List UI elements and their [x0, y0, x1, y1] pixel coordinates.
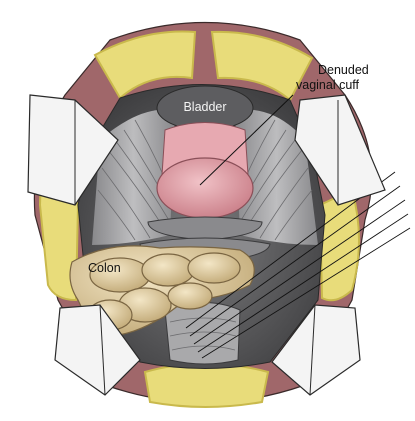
retractor-top-right — [294, 94, 386, 206]
retractor-inner-lines — [74, 100, 339, 396]
cuff-leader-line — [199, 94, 294, 186]
rectum-folds — [169, 317, 237, 351]
rectum — [164, 302, 241, 365]
colon-label: Colon — [88, 261, 121, 275]
retractor-blades — [27, 94, 386, 396]
retractor-bottom-left — [54, 304, 141, 396]
retractor-bottom-right — [271, 304, 361, 396]
cuff-label-line1: Denuded — [318, 63, 369, 77]
cuff-label-line2: vaginal cuff — [296, 78, 360, 92]
vaginal-cuff — [156, 122, 254, 219]
retractor-top-left — [27, 94, 119, 206]
bladder-label: Bladder — [183, 100, 226, 114]
